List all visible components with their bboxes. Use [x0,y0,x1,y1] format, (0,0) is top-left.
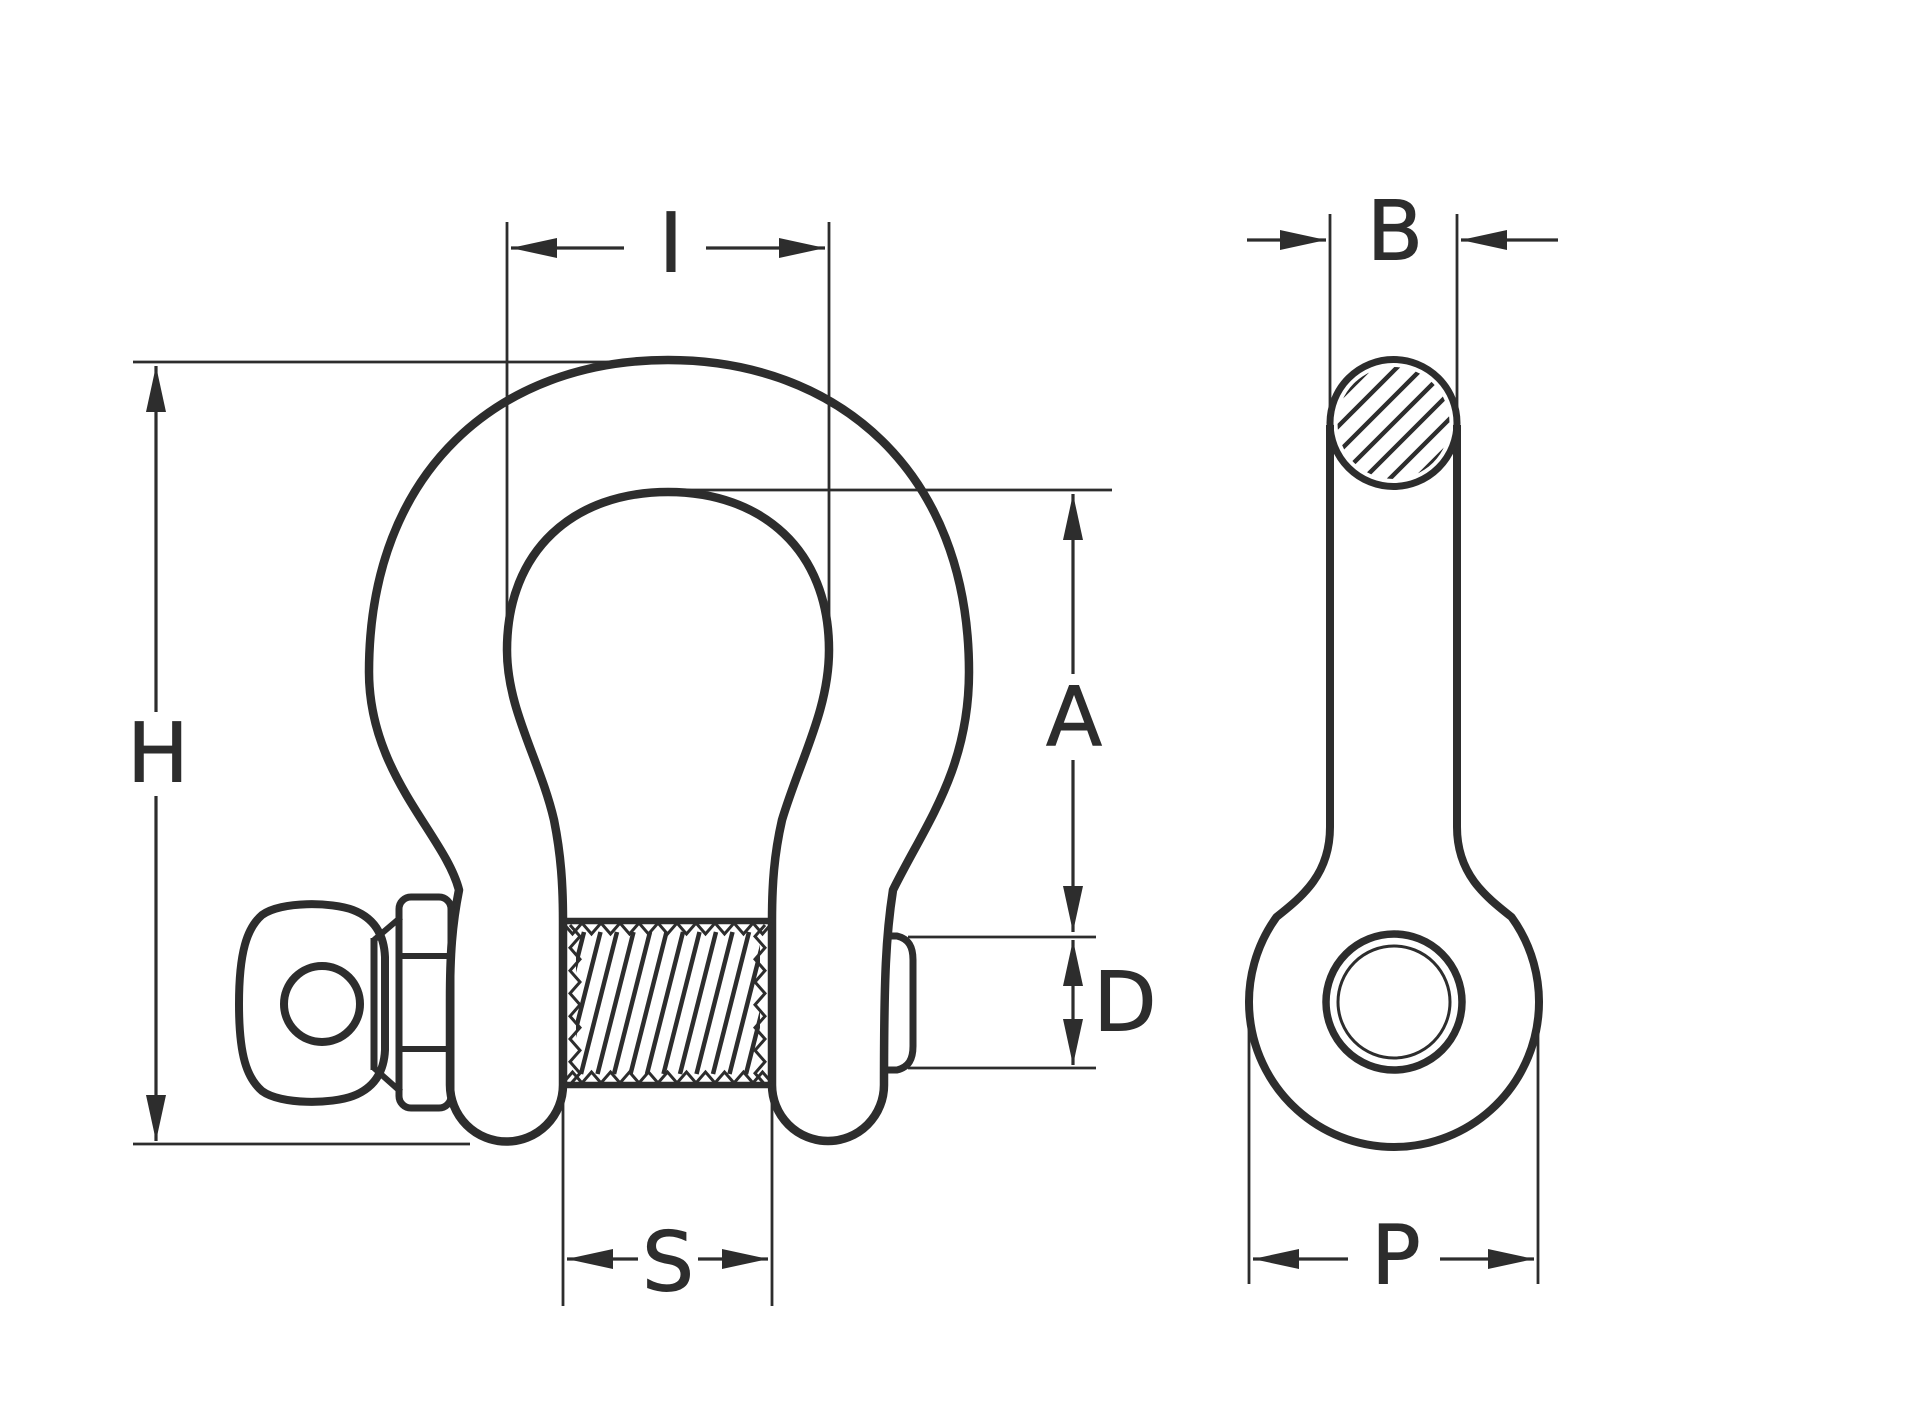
thread-teeth-right [753,924,767,1086]
texture-line [628,931,669,1075]
label-H: H [127,707,189,802]
label-S: S [642,1216,694,1311]
thread-helix-lines [576,931,760,1075]
front-view-shackle: H I A D S [127,196,1157,1311]
side-body-outline [1245,425,1543,1151]
texture-line [576,931,603,1038]
texture-line [694,931,735,1075]
texture-line [1337,367,1450,479]
texture-line [1340,370,1450,479]
pin-head-eye-hole [280,962,364,1046]
texture-line [677,931,719,1075]
texture-line [661,931,702,1075]
texture-line [1337,367,1447,476]
texture-line [1337,367,1450,479]
texture-line [1337,367,1450,479]
texture-line [1337,367,1450,479]
label-A: A [1046,671,1102,766]
label-I: I [659,197,683,292]
extension-lines-front [133,222,1112,1306]
label-B: B [1367,185,1423,280]
texture-line [743,1009,760,1075]
shackle-body-outline [364,355,974,1146]
texture-line [710,931,752,1075]
texture-line [576,931,587,973]
texture-line [578,931,620,1075]
bow-cross-section [1326,356,1461,490]
thread-teeth-bottom [561,1069,774,1086]
dimension-arrows-side [1247,230,1558,1269]
pin-tip [884,932,917,1074]
pin-thread [561,917,774,1089]
texture-line [595,931,636,1075]
label-P: P [1371,1209,1420,1304]
side-view-shackle: B P [1245,184,1558,1304]
cross-section-circle [1326,356,1461,490]
pin-head [235,900,389,1106]
pin-hole-outer-ring [1322,930,1466,1074]
label-D: D [1093,956,1156,1051]
dimension-arrows-front [146,238,1083,1269]
screw-pin [235,893,917,1112]
cross-section-hatching [1337,367,1450,479]
extension-lines-side [1247,214,1540,1284]
texture-line [611,931,653,1075]
texture-line [644,931,686,1075]
pin-hole-inner-ring [1336,944,1452,1060]
texture-line [1337,367,1450,479]
texture-line [727,944,760,1075]
pin-collar-nut [395,893,455,1112]
